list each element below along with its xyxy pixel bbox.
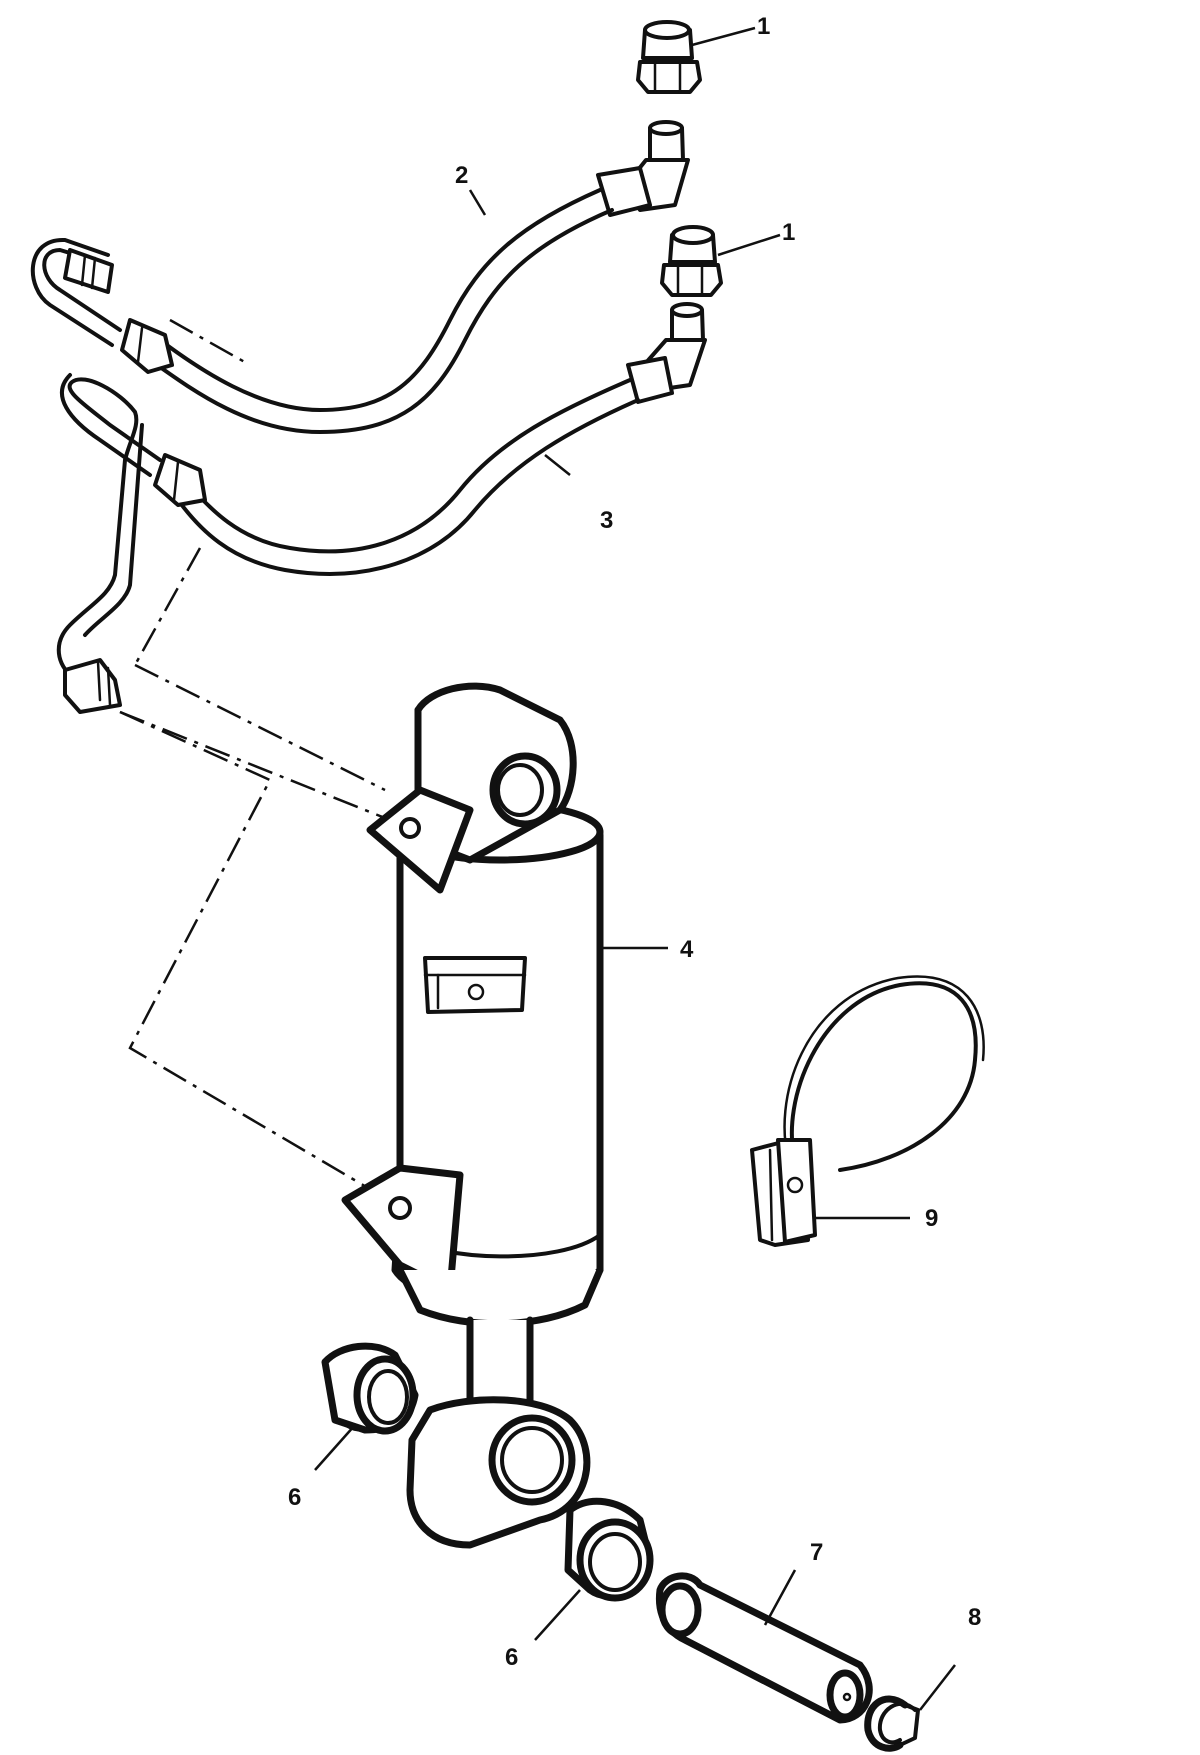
callout-6-left: 6: [288, 1484, 301, 1511]
callout-4: 4: [680, 936, 694, 963]
hydraulic-cylinder: [341, 682, 604, 1549]
callout-7: 7: [810, 1539, 823, 1566]
pivot-pin: [655, 1572, 873, 1724]
retaining-ring: [864, 1695, 920, 1752]
callout-1-top: 1: [757, 13, 770, 40]
bushing-right: [564, 1497, 654, 1602]
wire-clamp: [750, 975, 985, 1247]
plug-fitting-top: [636, 20, 702, 94]
callout-1-mid: 1: [782, 219, 795, 246]
callout-9: 9: [925, 1205, 938, 1232]
hydraulic-hose-upper: [30, 120, 690, 434]
callout-8: 8: [968, 1604, 981, 1631]
callout-2: 2: [455, 162, 468, 189]
hydraulic-hose-lower: [56, 302, 707, 714]
callout-6-right: 6: [505, 1644, 518, 1671]
plug-fitting-middle: [660, 225, 723, 297]
callout-leaders: [314, 26, 956, 1711]
assembly-guide-lines: [119, 663, 386, 1197]
bushing-left: [321, 1342, 419, 1435]
callout-3: 3: [600, 507, 613, 534]
callout-numbers: 1 2 1 3 4 9 6 7 6 8: [288, 13, 981, 1671]
